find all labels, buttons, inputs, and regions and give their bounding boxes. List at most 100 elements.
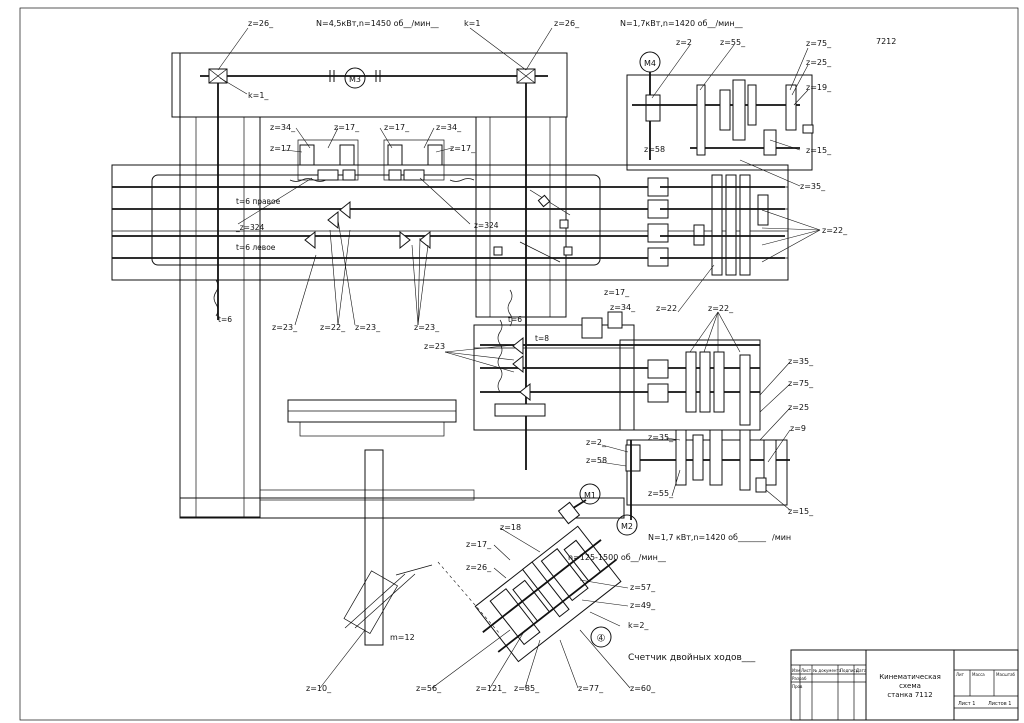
double-stroke-counter-symbol [590, 626, 612, 648]
label-z25-top: z=25_ [806, 58, 832, 67]
main-gearbox [474, 525, 622, 663]
label-z35-mid: z=35_ [788, 357, 814, 366]
label-z77: z=77_ [578, 684, 604, 693]
label-z2-top: z=2 [676, 38, 692, 47]
label-z23-a: z=23_ [272, 323, 298, 332]
label-z56: z=56_ [416, 684, 442, 693]
label-z26-right: z=26_ [554, 19, 580, 28]
motor-m2-label: М2 [621, 522, 633, 531]
label-z15-low: z=15_ [788, 507, 814, 516]
label-z34-mid: z=34_ [610, 303, 636, 312]
machine-frame [111, 52, 789, 646]
label-t8: t=8 [535, 334, 549, 343]
svg-text:➃: ➃ [597, 634, 605, 644]
top-drive: М3 [200, 67, 548, 470]
label-z35-top: z=35_ [800, 182, 826, 191]
diagram-labels: 7212 z=26_ N=4,5кВт,n=1450 об__/мин__ k=… [218, 19, 896, 693]
label-z26-bottom: z=26_ [466, 563, 492, 572]
tb-hdr-2: Лист [801, 668, 812, 673]
upper-feed-box: М4 [626, 51, 814, 171]
rail-shafts [112, 139, 660, 263]
tb-sheets: Листов 1 [988, 701, 1011, 707]
motor-m3-symbol [344, 67, 366, 89]
tb-title-2: схема [899, 682, 921, 690]
label-z2-low: z=2_ [586, 438, 607, 447]
upper-clutches [647, 174, 785, 276]
label-z19-top: z=19_ [806, 83, 832, 92]
label-t6-right: t=6 правое [236, 197, 281, 206]
title-block: Изм Лист № документа Подпись Дата Разраб… [790, 649, 1019, 721]
label-t6-vertical: t=6 [218, 315, 232, 324]
label-t6-vertical2: t=6 [508, 315, 522, 324]
motor-m1-label: М1 [584, 491, 596, 500]
leader-lines [217, 27, 821, 689]
tb-col-scale: Масштаб [996, 672, 1016, 677]
label-z17-bottom: z=17_ [466, 540, 492, 549]
label-z60: z=60_ [630, 684, 656, 693]
label-z17-left2: z=17_ [334, 123, 360, 132]
label-z23-c: z=23_ [414, 323, 440, 332]
label-k1-left: k=1_ [248, 91, 269, 100]
label-z17-left: z=17 [270, 144, 291, 153]
label-m12: m=12 [390, 633, 415, 642]
label-z75-top: z=75_ [806, 39, 832, 48]
tb-col-mass: Масса [972, 672, 985, 677]
label-z23-mid: z=23 [424, 342, 445, 351]
label-z324-left: _z=324 [235, 223, 265, 232]
label-z75-mid: z=75_ [788, 379, 814, 388]
motor-m3-label: М3 [349, 75, 361, 84]
label-m3-power: N=4,5кВт,n=1450 об__/мин__ [316, 19, 440, 28]
label-z35-low: z=35_ [648, 433, 674, 442]
label-t6-left: t=6 левое [236, 243, 276, 252]
label-double-stroke-counter: Счетчик двойных ходов___ [628, 653, 756, 663]
tb-title-3: станка 7112 [887, 691, 932, 699]
label-z15-top: z=15_ [806, 146, 832, 155]
label-k2: k=2_ [628, 621, 649, 630]
label-m4-power: N=1,7кВт,n=1420 об__/мин__ [620, 19, 744, 28]
label-z58-low: z=58 [586, 456, 607, 465]
tb-hdr-3: № документа [813, 668, 842, 673]
tb-col-lit: Лит [956, 672, 965, 677]
tb-hdr-4: Подпись [840, 668, 859, 673]
tb-row-2: Пров [792, 684, 803, 689]
label-z121: z=121_ [476, 684, 507, 693]
label-z22-a: z=22_ [320, 323, 346, 332]
label-z34-left: z=34_ [270, 123, 296, 132]
label-z57: z=57_ [630, 583, 656, 592]
tb-sheet: Лист 1 [958, 701, 975, 707]
lower-feed-box: М2 [473, 311, 790, 536]
label-z55-low: z=55_ [648, 489, 674, 498]
label-z17-mid: z=17_ [384, 123, 410, 132]
motor-m4-label: М4 [644, 59, 656, 68]
label-k1-top: k=1 [464, 19, 480, 28]
label-m2-power: N=1,7 кВт,n=1420 об_______ [648, 533, 767, 542]
label-z17-right: z=17_ [450, 144, 476, 153]
label-z49: z=49_ [630, 601, 656, 610]
label-z22-mid2: z=22_ [708, 304, 734, 313]
label-m2-power-unit: /мин [772, 533, 791, 542]
tb-row-1: Разраб [792, 676, 807, 681]
label-z18: z=18 [500, 523, 521, 532]
label-z26-left: z=26_ [248, 19, 274, 28]
label-m1-speed: n=125-1500 об__/мин__ [568, 553, 667, 562]
tb-hdr-5: Дата [856, 668, 867, 673]
label-z17-mid: z=17_ [604, 288, 630, 297]
sheet-code: 7212 [876, 37, 896, 46]
motor-m1-symbol [579, 483, 601, 505]
label-z324-right: z=324 [474, 221, 499, 230]
label-z85: z=85_ [514, 684, 540, 693]
label-z58-top: z=58 [644, 145, 665, 154]
label-z10: z=10_ [306, 684, 332, 693]
label-z9-mid: z=9 [790, 424, 806, 433]
motor-m2-symbol [616, 514, 638, 536]
label-z34-right: z=34_ [436, 123, 462, 132]
label-z55-top: z=55_ [720, 38, 746, 47]
sheet-border [19, 7, 1019, 721]
label-z22-right: z=22_ [822, 226, 848, 235]
tb-hdr-1: Изм [792, 668, 800, 673]
label-z22-mid: z=22 [656, 304, 677, 313]
label-z23-b: z=23_ [355, 323, 381, 332]
tb-title-1: Кинематическая [879, 673, 941, 681]
label-z25-mid: z=25 [788, 403, 809, 412]
